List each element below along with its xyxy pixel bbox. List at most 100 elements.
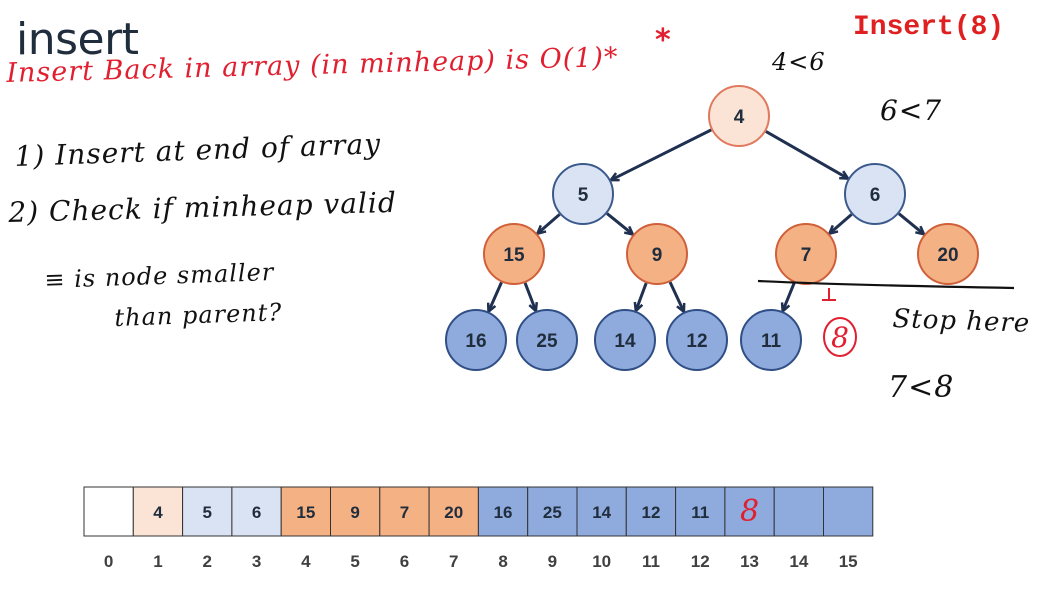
array-cell (83, 486, 134, 537)
tree-node: 7 (775, 223, 837, 285)
tree-edge (765, 130, 847, 178)
tree-node-circle (552, 163, 614, 225)
array-index-label: 4 (301, 552, 311, 571)
array-index-label: 7 (449, 552, 458, 571)
tree-node-circle (594, 309, 656, 371)
tree-node: 14 (594, 309, 656, 371)
tree-node: 11 (740, 309, 802, 371)
asterisk-mark: * (655, 23, 671, 58)
array-cell-value: 4 (153, 503, 163, 522)
array-cell (823, 486, 874, 537)
tree-node: 4 (708, 85, 770, 147)
tree-node-label: 16 (465, 331, 486, 352)
array-cell-value: 15 (296, 503, 315, 522)
tree-node-circle (708, 85, 770, 147)
array-cell-box (330, 486, 381, 537)
array-index-label: 0 (104, 552, 113, 571)
array-cell: 14 (576, 486, 627, 537)
array-cell: 5 (182, 486, 233, 537)
tree-node-label: 5 (578, 185, 589, 206)
array-cell-box (823, 486, 874, 537)
array-cell (773, 486, 825, 537)
tree-edge (830, 213, 853, 233)
inserted-node-circle (823, 317, 857, 357)
inserted-node: 8 (822, 288, 857, 357)
tree-edge (606, 212, 632, 234)
tree-node: 5 (552, 163, 614, 225)
tree-node-label: 12 (686, 331, 707, 352)
array-cell-value: 7 (400, 503, 409, 522)
array-cell-box (527, 486, 578, 537)
array-cell-box (132, 486, 184, 537)
tree-node: 20 (917, 223, 979, 285)
array-cell-value: 6 (252, 503, 261, 522)
tree-node-label: 25 (536, 331, 558, 352)
array-index-label: 3 (252, 552, 261, 571)
array-cell-value: 9 (350, 503, 359, 522)
array-index-label: 10 (592, 552, 611, 571)
tree-node-label: 14 (614, 331, 636, 352)
slide-title: insert (16, 14, 139, 65)
note-compare-7-8: 7<8 (888, 370, 955, 405)
tree-node-label: 6 (870, 185, 881, 206)
array-cell: 8 (724, 486, 775, 537)
tree-node-circle (740, 309, 802, 371)
array-cell: 25 (527, 486, 578, 537)
array-index-label: 6 (400, 552, 409, 571)
stop-line (757, 279, 1015, 290)
tree-edge (783, 282, 796, 311)
operation-label: Insert(8) (853, 12, 1005, 43)
tree-edge (523, 282, 535, 310)
array-index-label: 11 (642, 552, 660, 571)
tree-edge (668, 281, 683, 311)
array-cell-box (379, 486, 430, 537)
array-cell-value: 11 (691, 503, 709, 522)
array-cell-box (724, 486, 775, 537)
tree-node: 16 (445, 309, 507, 371)
tree-node-label: 11 (761, 331, 782, 352)
inserted-node-label: 8 (831, 321, 849, 354)
tree-node: 25 (516, 309, 578, 371)
array-cell: 6 (231, 486, 282, 537)
array-index-label: 14 (789, 552, 808, 571)
tree-node-circle (844, 163, 906, 225)
array-index-label: 15 (839, 552, 858, 571)
array-cell-value: 25 (543, 503, 562, 522)
tree-node: 6 (844, 163, 906, 225)
tree-node-label: 4 (734, 107, 745, 128)
array-cell-value: 20 (444, 503, 463, 522)
array-index-label: 9 (548, 552, 557, 571)
array-cell-box (182, 486, 233, 537)
array-cell: 9 (330, 486, 381, 537)
array-index-label: 1 (153, 552, 162, 571)
tree-node-circle (483, 223, 545, 285)
tree-node-label: 20 (937, 245, 958, 266)
array-cell: 11 (675, 486, 726, 537)
array-cell-value: 5 (203, 503, 212, 522)
tree-edge (538, 213, 561, 233)
array-index-label: 8 (498, 552, 507, 571)
array-index-label: 2 (203, 552, 212, 571)
array-cell-value: 8 (740, 494, 759, 529)
array-index-label: 12 (691, 552, 710, 571)
tree-node: 15 (483, 223, 545, 285)
tree-edge (636, 282, 648, 310)
array-cell-box (280, 486, 332, 537)
note-compare-6-7: 6<7 (880, 94, 943, 127)
array-index-label: 5 (350, 552, 359, 571)
tree-node-circle (516, 309, 578, 371)
array-cell: 7 (379, 486, 430, 537)
array-cell-value: 14 (592, 503, 611, 522)
array-cell-box (428, 486, 479, 537)
tree-edge (489, 281, 503, 310)
tree-edge (897, 212, 923, 234)
array-cell: 20 (428, 486, 479, 537)
tree-node-label: 7 (801, 245, 812, 266)
array-cell: 12 (625, 486, 677, 537)
array-cell-box (477, 486, 529, 537)
tree-node-circle (666, 309, 728, 371)
tree-node-circle (445, 309, 507, 371)
tree-node-label: 15 (503, 245, 525, 266)
note-compare-4-6: 4<6 (772, 48, 826, 76)
